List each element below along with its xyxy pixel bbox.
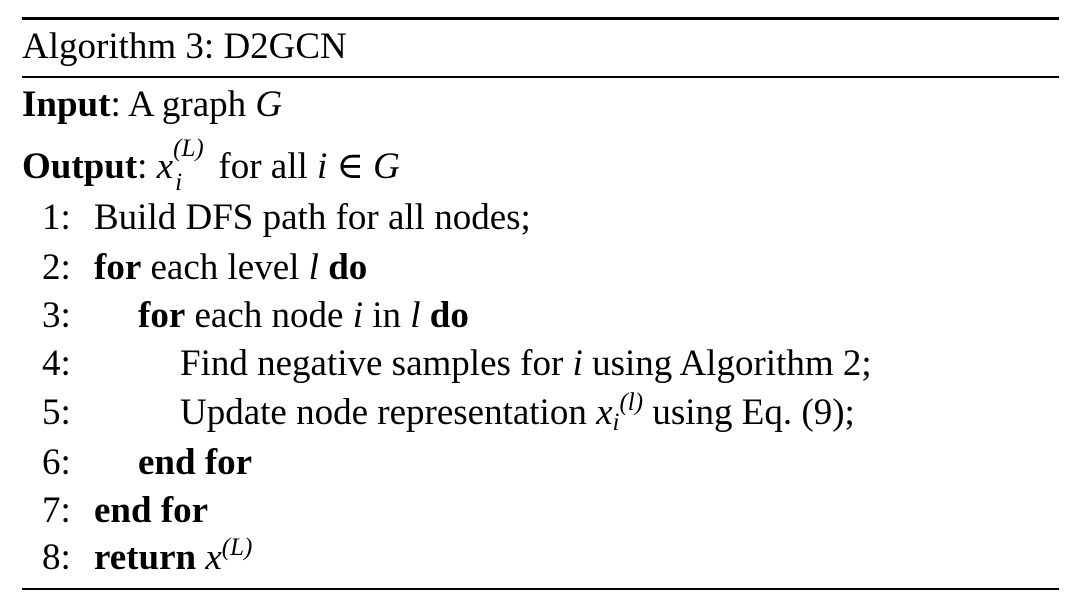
- output-superscript: (L): [173, 135, 204, 162]
- step-text: [196, 537, 205, 578]
- step-text: Find negative samples for: [180, 343, 573, 384]
- var-x: x: [205, 537, 222, 578]
- keyword-for: for: [138, 295, 186, 336]
- var-l: l: [308, 247, 319, 288]
- output-var: x: [156, 146, 174, 187]
- algorithm-title: Algorithm 3: D2GCN: [22, 26, 347, 67]
- input-graph: G: [255, 84, 283, 125]
- keyword-return: return: [94, 537, 197, 578]
- output-text: for all: [209, 146, 317, 187]
- var-i: i: [572, 343, 583, 384]
- input-line: Input: A graph G: [22, 83, 282, 127]
- var-l: l: [410, 295, 421, 336]
- step-number: 7:: [42, 490, 71, 531]
- step-number: 2:: [42, 247, 71, 288]
- step-number: 4:: [42, 343, 71, 384]
- keyword-end-for: end for: [138, 442, 253, 483]
- var-x: x: [596, 392, 613, 433]
- keyword-end-for: end for: [94, 490, 209, 531]
- superscript: (l): [619, 389, 644, 416]
- step-number: 6:: [42, 442, 71, 483]
- step-number: 1:: [42, 197, 71, 238]
- output-expr: i ∈ G: [317, 146, 400, 187]
- step-number: 5:: [42, 392, 71, 433]
- input-label: Input: [22, 84, 111, 125]
- step-text: in: [362, 295, 411, 336]
- keyword-for: for: [94, 247, 142, 288]
- input-text: : A graph: [110, 84, 256, 125]
- output-subscript: i: [175, 169, 183, 196]
- bottom-rule: [22, 588, 1059, 590]
- step-number: 8:: [42, 537, 71, 578]
- subscript: i: [612, 409, 620, 436]
- step-text: Update node representation: [180, 392, 597, 433]
- keyword-do: do: [318, 247, 368, 288]
- output-sep: :: [137, 146, 157, 187]
- step-text: each level: [141, 247, 309, 288]
- step-text: using Eq. (9);: [643, 392, 855, 433]
- step-number: 3:: [42, 295, 71, 336]
- output-label: Output: [22, 146, 138, 187]
- superscript: (L): [221, 534, 253, 561]
- step-text: each node: [185, 295, 353, 336]
- step-text: Build DFS path for all nodes;: [94, 197, 531, 238]
- title-rule: [22, 76, 1059, 78]
- var-i: i: [352, 295, 363, 336]
- top-rule: [22, 17, 1059, 20]
- output-line: Output: x(L) i for all i ∈ G: [22, 135, 400, 196]
- step-text: using Algorithm 2;: [582, 343, 872, 384]
- keyword-do: do: [420, 295, 469, 336]
